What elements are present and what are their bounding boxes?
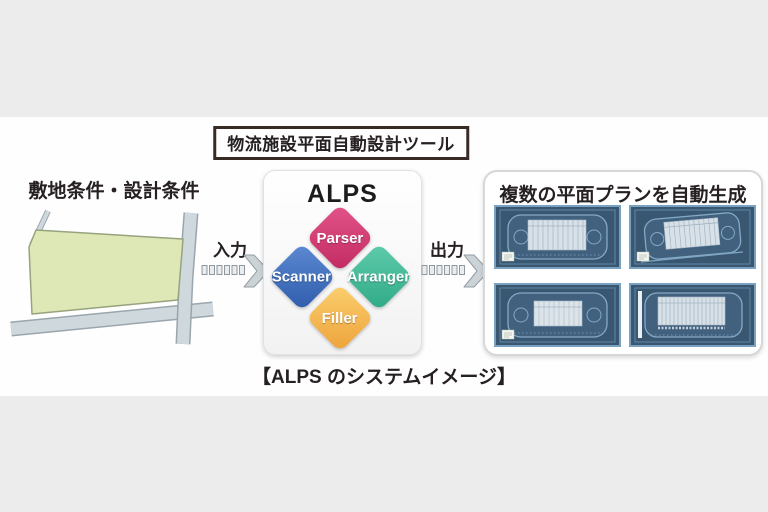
output-arrow-label: 出力 bbox=[430, 241, 464, 260]
alps-title: ALPS bbox=[307, 180, 378, 208]
floor-plan-thumbnail-4 bbox=[629, 283, 756, 347]
output-plans-heading: 複数の平面プランを自動生成 bbox=[499, 185, 747, 206]
floor-plan-thumbnail-2 bbox=[629, 205, 756, 269]
floor-plan-thumbnail-3 bbox=[494, 283, 621, 347]
diagram-title: 物流施設平面自動設計ツール bbox=[213, 126, 469, 160]
site-map-illustration bbox=[10, 209, 214, 345]
floor-plan-thumbnail-1 bbox=[494, 205, 621, 269]
output-plans-panel: 複数の平面プランを自動生成 bbox=[483, 170, 763, 356]
input-conditions-heading: 敷地条件・設計条件 bbox=[28, 181, 200, 202]
input-arrow-icon bbox=[201, 254, 270, 288]
output-arrow-icon bbox=[421, 254, 490, 288]
module-label: Filler bbox=[322, 309, 358, 327]
module-label: Arranger bbox=[347, 268, 411, 286]
site-parcel bbox=[28, 229, 184, 315]
diagram-caption: 【ALPS のシステムイメージ】 bbox=[251, 367, 517, 388]
input-arrow-label: 入力 bbox=[213, 241, 247, 260]
module-label: Parser bbox=[316, 229, 364, 247]
module-label: Scanner bbox=[272, 268, 332, 286]
